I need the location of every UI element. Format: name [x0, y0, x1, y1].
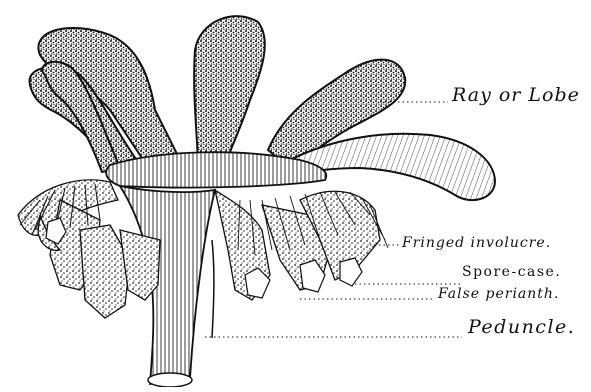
- label-ray-or-lobe: Ray or Lobe: [452, 86, 580, 105]
- label-false-perianth: False perianth.: [438, 287, 559, 301]
- label-fringed-involucre: Fringed involucre.: [402, 236, 551, 250]
- label-spore-case: Spore-case.: [462, 265, 561, 279]
- label-peduncle: Peduncle.: [468, 318, 575, 337]
